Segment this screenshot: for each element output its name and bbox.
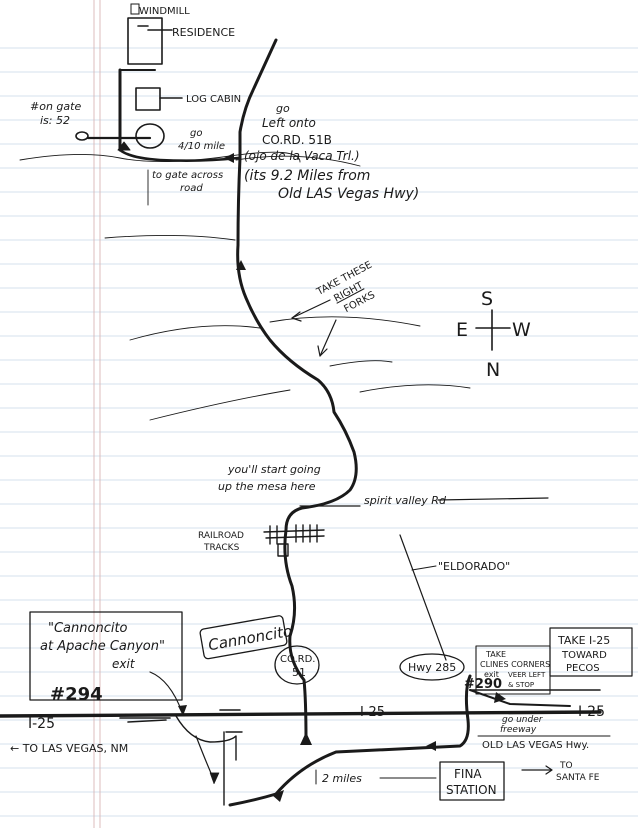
route-arrows [224, 153, 436, 802]
eldorado-road [399, 534, 447, 661]
spirit-valley-road-line-east [437, 497, 549, 501]
county-road-51-line1: CO.RD. [280, 654, 315, 665]
railroad-tracks [263, 524, 325, 557]
turn-note-line4: (ojo de la Vaca Trl.) [244, 149, 360, 163]
turn-note-line1: go [276, 102, 290, 115]
turn-note-line5: (its 9.2 Miles from [244, 168, 370, 184]
log-cabin-building [135, 87, 161, 111]
forks-pointers [291, 299, 337, 357]
old-las-vegas-hwy-route [228, 674, 472, 807]
two-miles-label: 2 miles [322, 772, 362, 785]
to-santa-fe-arrow [521, 765, 553, 775]
county-road-51-line2: 51 [292, 666, 306, 679]
to-gate-line1: to gate across [152, 170, 223, 181]
interstate-25 [0, 709, 602, 806]
clines-line5: & STOP [508, 681, 534, 689]
compass-west: W [512, 319, 531, 341]
to-las-vegas-label: ← TO LAS VEGAS, NM [10, 742, 128, 755]
pecos-line2: TOWARD [561, 650, 607, 661]
i25-label-west: I-25 [28, 716, 55, 732]
compass-rose [475, 309, 511, 351]
eldorado-label: "ELDORADO" [438, 560, 510, 573]
pecos-line1: TAKE I-25 [557, 634, 610, 647]
log-cabin-label: LOG CABIN [186, 94, 241, 105]
exit-290-label: #290 [464, 677, 502, 692]
compass-east: E [456, 319, 468, 341]
i25-label-east: I-25 [578, 704, 605, 720]
forks-note: TAKE THESE RIGHT FORKS [314, 260, 377, 315]
cannoncito-pointer [149, 671, 183, 713]
to-santa-fe-line2: SANTA FE [556, 773, 600, 783]
eldorado-pointer [411, 565, 437, 571]
turn-note-line6: Old LAS Vegas Hwy) [278, 186, 419, 202]
hwy-285-label: Hwy 285 [408, 661, 456, 674]
spirit-valley-road-label: spirit valley Rd [364, 494, 447, 507]
fina-station-box [439, 761, 505, 801]
under-freeway-line1: go under [502, 715, 544, 725]
terrain-lines [19, 151, 471, 421]
residence-label: RESIDENCE [172, 26, 235, 39]
old-las-vegas-hwy-label: OLD LAS VEGAS Hwy. [482, 740, 589, 751]
cannoncito-box-line3: exit [112, 657, 136, 671]
go-distance-line1: go [190, 128, 202, 139]
fina-station-line2: STATION [446, 783, 497, 797]
to-gate-line2: road [180, 183, 203, 194]
veer-left-ramp [469, 689, 571, 707]
route-to-gate [118, 148, 240, 162]
to-santa-fe-line1: TO [559, 761, 573, 771]
exit-294-label: #294 [50, 684, 103, 705]
windmill-label: WINDMILL [139, 6, 190, 17]
cannoncito-exit-box [29, 611, 183, 701]
property-buildings [75, 17, 183, 152]
mesa-note-line1: you'll start going [227, 463, 321, 476]
fina-station-line1: FINA [454, 767, 482, 781]
go-distance-line2: 4/10 mile [178, 141, 225, 152]
under-freeway-line2: freeway [500, 725, 537, 735]
turn-note-line3: CO.RD. 51B [262, 133, 332, 147]
mesa-note-line2: up the mesa here [218, 480, 316, 493]
clines-line2: CLINES CORNERS [480, 660, 550, 669]
windmill-pond [135, 123, 165, 149]
compass-south: S [481, 288, 493, 310]
cannoncito-box-line2: at Apache Canyon" [40, 639, 165, 654]
residence-building [127, 17, 163, 65]
hwy-285-marker [399, 653, 465, 681]
route-road [236, 38, 358, 742]
clines-line4: VEER LEFT [508, 671, 546, 679]
turn-note-line2: Left onto [262, 116, 316, 130]
clines-line1: TAKE [485, 650, 506, 659]
gate-number-note-line2: is: 52 [40, 114, 70, 127]
railroad-label-line2: TRACKS [203, 543, 240, 553]
pecos-note-box [549, 627, 633, 677]
cannoncito-box-line1: "Cannoncito [48, 621, 128, 636]
county-road-51-marker [274, 645, 320, 685]
paper-lines [0, 47, 638, 817]
pecos-line3: PECOS [566, 663, 600, 674]
compass-north: N [486, 359, 500, 381]
i25-label-middle: I-25 [360, 705, 385, 720]
railroad-label-line1: RAILROAD [198, 531, 244, 541]
gate-number-note-line1: #on gate [30, 100, 81, 113]
clines-line3: exit [484, 670, 499, 679]
